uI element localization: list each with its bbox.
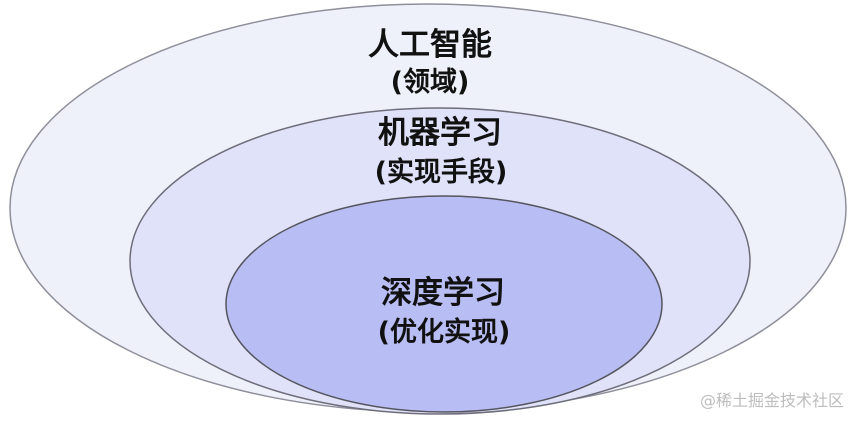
dl-subtitle: (优化实现) (378, 316, 511, 348)
ml-subtitle: (实现手段) (375, 156, 508, 188)
ai-subtitle: (领域) (391, 67, 470, 98)
ai-title: 人工智能 (368, 27, 492, 63)
dl-ellipse (225, 195, 663, 413)
dl-title: 深度学习 (381, 275, 505, 311)
ml-title: 机器学习 (378, 115, 502, 151)
watermark-text: @稀土掘金技术社区 (699, 391, 844, 410)
